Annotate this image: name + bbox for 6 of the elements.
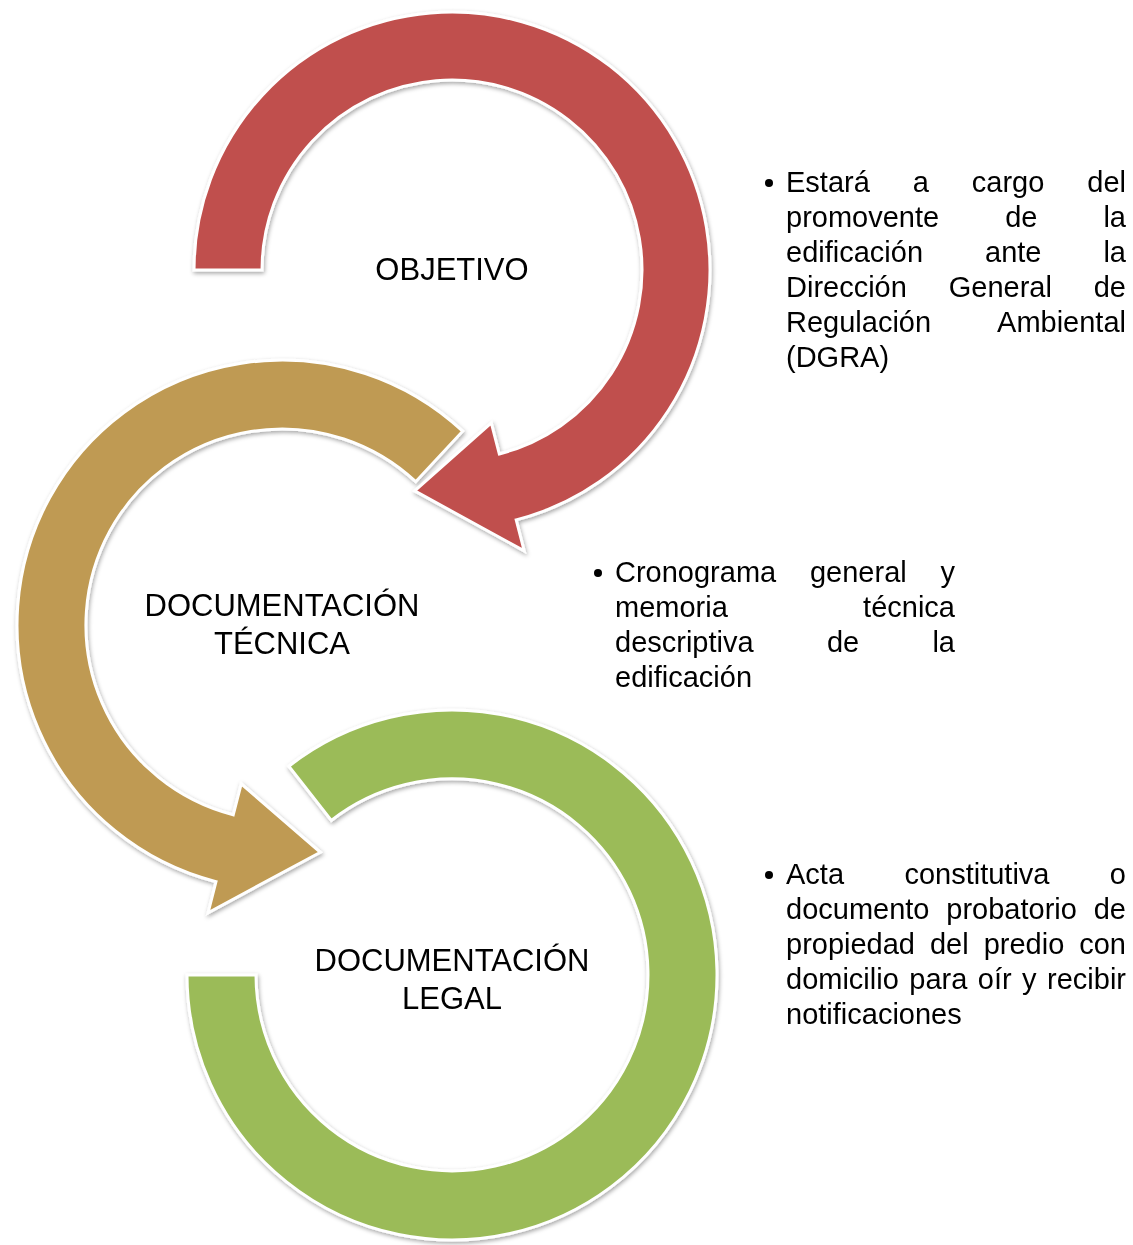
bullet-text: Acta constitutiva o documento probatorio de propiedad del predio con domicilio para oír y recibir notificaciones — [786, 857, 1126, 1032]
bullet-text: Cronograma general y memoria técnica descriptiva de la edificación — [615, 555, 955, 695]
stage-label: OBJETIVO — [302, 251, 602, 289]
stage-label: DOCUMENTACIÓN LEGAL — [282, 942, 622, 1018]
bullet-text: Estará a cargo del promovente de la edificación ante la Dirección General de Regulación Ambiental (DGRA) — [786, 165, 1126, 375]
stage-label: DOCUMENTACIÓN TÉCNICA — [112, 587, 452, 663]
